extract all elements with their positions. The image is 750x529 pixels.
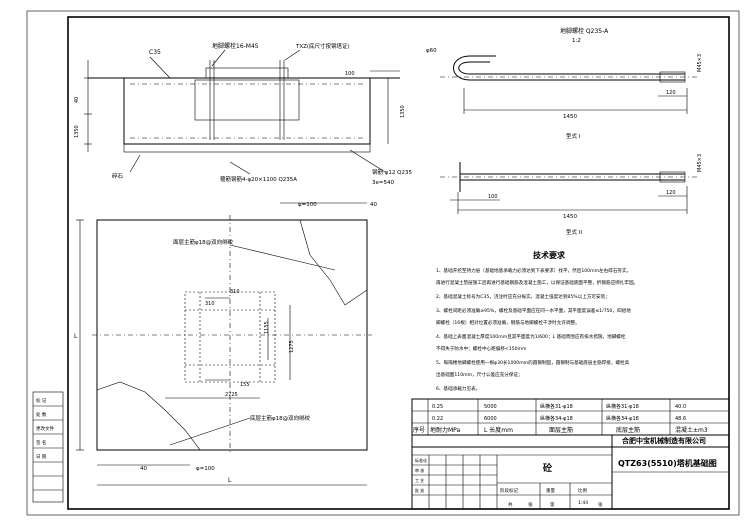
header-c5: 混凝土±m3 [675, 426, 708, 434]
dim-top-100: φ=100 [298, 202, 317, 208]
foundation-section: C35 地脚螺栓16-M45 TXZ(底尺寸按钢塔证) 40 1350 100 … [74, 42, 412, 186]
base-label: 碎石 [112, 172, 124, 180]
bolt-detail: 地脚螺栓 Q235-A 1:2 φ60 M45×3 120 1450 型式 I … [426, 27, 703, 236]
row0-c1: 5000 [484, 404, 497, 410]
header-c1: 地耐力MPa [430, 426, 461, 434]
rebar-bottom-label: 箍筋钢筋4-φ20×1100 Q235A [220, 175, 297, 183]
sub-cell-1: 重量 [546, 487, 555, 494]
bolt-dia-label: φ60 [426, 48, 437, 54]
tech-item-7: 5、每隔楼地脚螺栓使用一根φ30长1000mm的圆钢制固，圆钢制与基础底层主筋焊… [436, 359, 630, 366]
foundation-plan: φ=100 40 面层主筋φ18@双向绑绞 310 310 1155 1275 … [74, 202, 377, 486]
tower-section-label: TXZ(底尺寸按钢塔证) [295, 42, 350, 50]
dim-left-1350: 1350 [74, 125, 80, 138]
margin-cell-2: 更改文件 [36, 425, 54, 432]
tb-cell-6: 审 核 [415, 467, 424, 473]
margin-labels: 标 记 处 数 更改文件 签 名 日 期 标准化 审 核 工 艺 批 准 [36, 397, 427, 493]
dim-1155: 1155 [264, 321, 270, 334]
dim-1350: 1350 [400, 105, 406, 118]
dim-310a: 310 [230, 289, 240, 295]
title-block: 砼 合肥中宝机械制造有限公司 QTZ63(5510)塔机基础图 阶段标记 重量 … [411, 434, 730, 510]
drawing-title: QTZ63(5510)塔机基础图 [618, 458, 717, 468]
bottom-cell-2: 第 [550, 501, 555, 508]
thread-label-2: M45×3 [697, 154, 703, 172]
row1-c0: 0.22 [432, 416, 443, 422]
dim-bottom-L: L [228, 477, 232, 484]
dim-100-right: 100 [345, 71, 355, 77]
concrete-label: C35 [149, 49, 161, 56]
inner-frame [67, 16, 730, 510]
type-1-label: 型式 I [566, 132, 581, 140]
tech-item-0: 1、基础开挖至持力层（基础地基承载力必须达到下表要求）找平，然后100mm左右碎… [436, 267, 631, 274]
bottom-cell-0: 共 [508, 501, 513, 508]
thread-label: M45×3 [697, 54, 703, 72]
dim-bot-40: 40 [140, 466, 147, 472]
outer-frame [26, 10, 740, 516]
top-rebar-label: 面层主筋φ18@双向绑绞 [173, 238, 234, 246]
row0-c3: 纵横各31-φ18 [606, 403, 639, 410]
tech-item-8: 出基础面110mm，尺寸公差应充分保证； [436, 371, 523, 378]
tech-requirements: 技术要求 1、基础开挖至持力层（基础地基承载力必须达到下表要求）找平，然后100… [436, 250, 638, 392]
dim-left-L: L [74, 333, 78, 340]
company-name: 合肥中宝机械制造有限公司 [621, 436, 706, 445]
tech-item-1: 再进行混凝土垫层施工后再进行基础钢筋及混凝土施工，以保证基础底面平整，折钢筋应绑… [436, 279, 638, 286]
dim-310b: 310 [205, 301, 215, 307]
rebar-right-label: 钢筋 φ12 Q235 [372, 168, 412, 176]
scale-value: 1:44 [578, 500, 588, 506]
header-c0: 序号 [413, 426, 425, 434]
header-c4: 底层主筋 [616, 426, 640, 434]
row0-c2: 纵横各31-φ18 [540, 403, 573, 410]
tb-cell-5: 标准化 [415, 457, 427, 463]
margin-cell-0: 标 记 [36, 397, 47, 404]
margin-cell-4: 日 期 [36, 454, 47, 460]
bolt-scale: 1:2 [572, 38, 581, 44]
bottom-cell-3: 张 [598, 501, 603, 508]
type-2-label: 型式 II [566, 228, 582, 236]
dim-2725: 2725 [225, 392, 238, 398]
spacing-label: 3e=540 [372, 180, 394, 186]
tech-item-5: 4、基础上表面混凝土厚度100mm且其平面度为1/600；L 基础周围应有排水措… [436, 333, 626, 340]
dim-1450b: 1450 [563, 214, 577, 220]
bottom-cell-1: 张 [528, 501, 533, 508]
row1-c4: 48.6 [675, 416, 686, 422]
tech-item-9: 6、基础承载力见表。 [436, 385, 480, 392]
tech-item-4: 脚螺栓（16根）相对位置必须准确，钢筋与地脚螺栓干涉时允许调整。 [436, 319, 580, 326]
header-c2: L 长度mm [484, 426, 513, 434]
tech-item-3: 3、螺栓间距必须准确≥95%，螺栓及基础平面应在同一水平面，其平面度误差≤1/7… [436, 307, 631, 314]
bolt-title: 地脚螺栓 Q235-A [560, 27, 609, 35]
anchor-bolt-label: 地脚螺栓16-M45 [212, 42, 259, 50]
tb-cell-7: 工 艺 [415, 478, 424, 483]
row0-c4: 40.0 [675, 404, 686, 410]
dim-155: 155 [240, 382, 250, 388]
row1-c1: 6000 [484, 416, 497, 422]
dim-120b: 120 [666, 190, 676, 196]
margin-cell-1: 处 数 [36, 411, 47, 418]
tech-item-6: 不得失于防水中；螺栓中心距偏移<150mm [436, 345, 527, 352]
bottom-rebar-label: 底层主筋φ18@双向绑绞 [250, 414, 311, 422]
dim-bot-100: φ=100 [196, 466, 215, 472]
tb-cell-8: 批 准 [415, 487, 424, 493]
dim-top-40: 40 [370, 202, 377, 208]
row1-c2: 纵横各34-φ18 [540, 415, 573, 422]
dim-40: 40 [74, 97, 80, 103]
dim-100: 100 [488, 194, 498, 200]
dim-1450a: 1450 [563, 114, 577, 120]
dim-1275: 1275 [289, 340, 295, 353]
tech-title: 技术要求 [533, 250, 566, 260]
sub-cell-0: 阶段标记 [500, 487, 518, 494]
tech-item-2: 2、基础混凝土标号为C35，浇注时应充分振实，混凝土强度达到85%以上方可安装； [436, 293, 610, 300]
header-c3: 面层主筋 [549, 426, 573, 434]
dim-120a: 120 [666, 90, 676, 96]
material-label: 砼 [543, 462, 553, 474]
margin-cell-3: 签 名 [36, 439, 46, 446]
sub-cell-2: 比例 [578, 487, 587, 494]
row0-c0: 0.25 [432, 404, 443, 410]
margin-stamp [32, 391, 64, 503]
row1-c3: 纵横各34-φ18 [606, 415, 639, 422]
